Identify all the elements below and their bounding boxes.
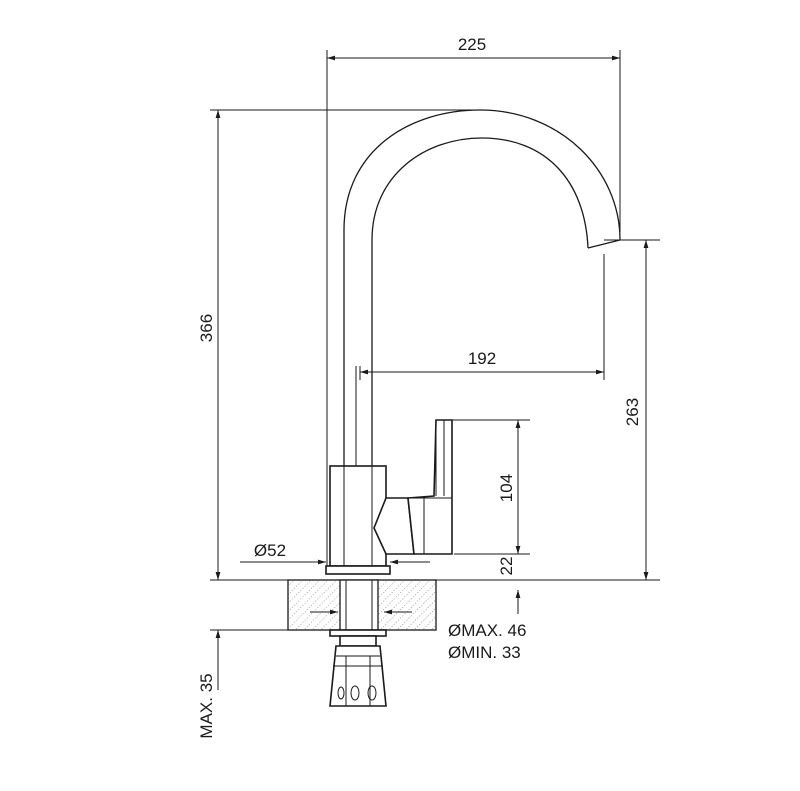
dimension-lines [215,55,649,690]
dim-base-diameter: Ø52 [254,541,286,560]
dim-overall-height: 366 [197,314,216,342]
dim-overall-width: 225 [458,35,486,54]
dim-max-thickness: MAX. 35 [197,673,216,738]
lever-handle [373,419,453,555]
dim-lever-height: 104 [497,474,516,502]
extension-lines [210,50,660,631]
dim-hole-max: ØMAX. 46 [448,621,526,640]
dim-lever-base: 22 [497,557,516,576]
spout [343,109,621,466]
mounting-nut [329,629,387,707]
dim-spout-reach: 192 [468,349,496,368]
faucet-body [325,465,391,575]
dim-spout-height: 263 [623,398,642,426]
counter-top [287,579,437,631]
dim-hole-min: ØMIN. 33 [448,643,521,662]
